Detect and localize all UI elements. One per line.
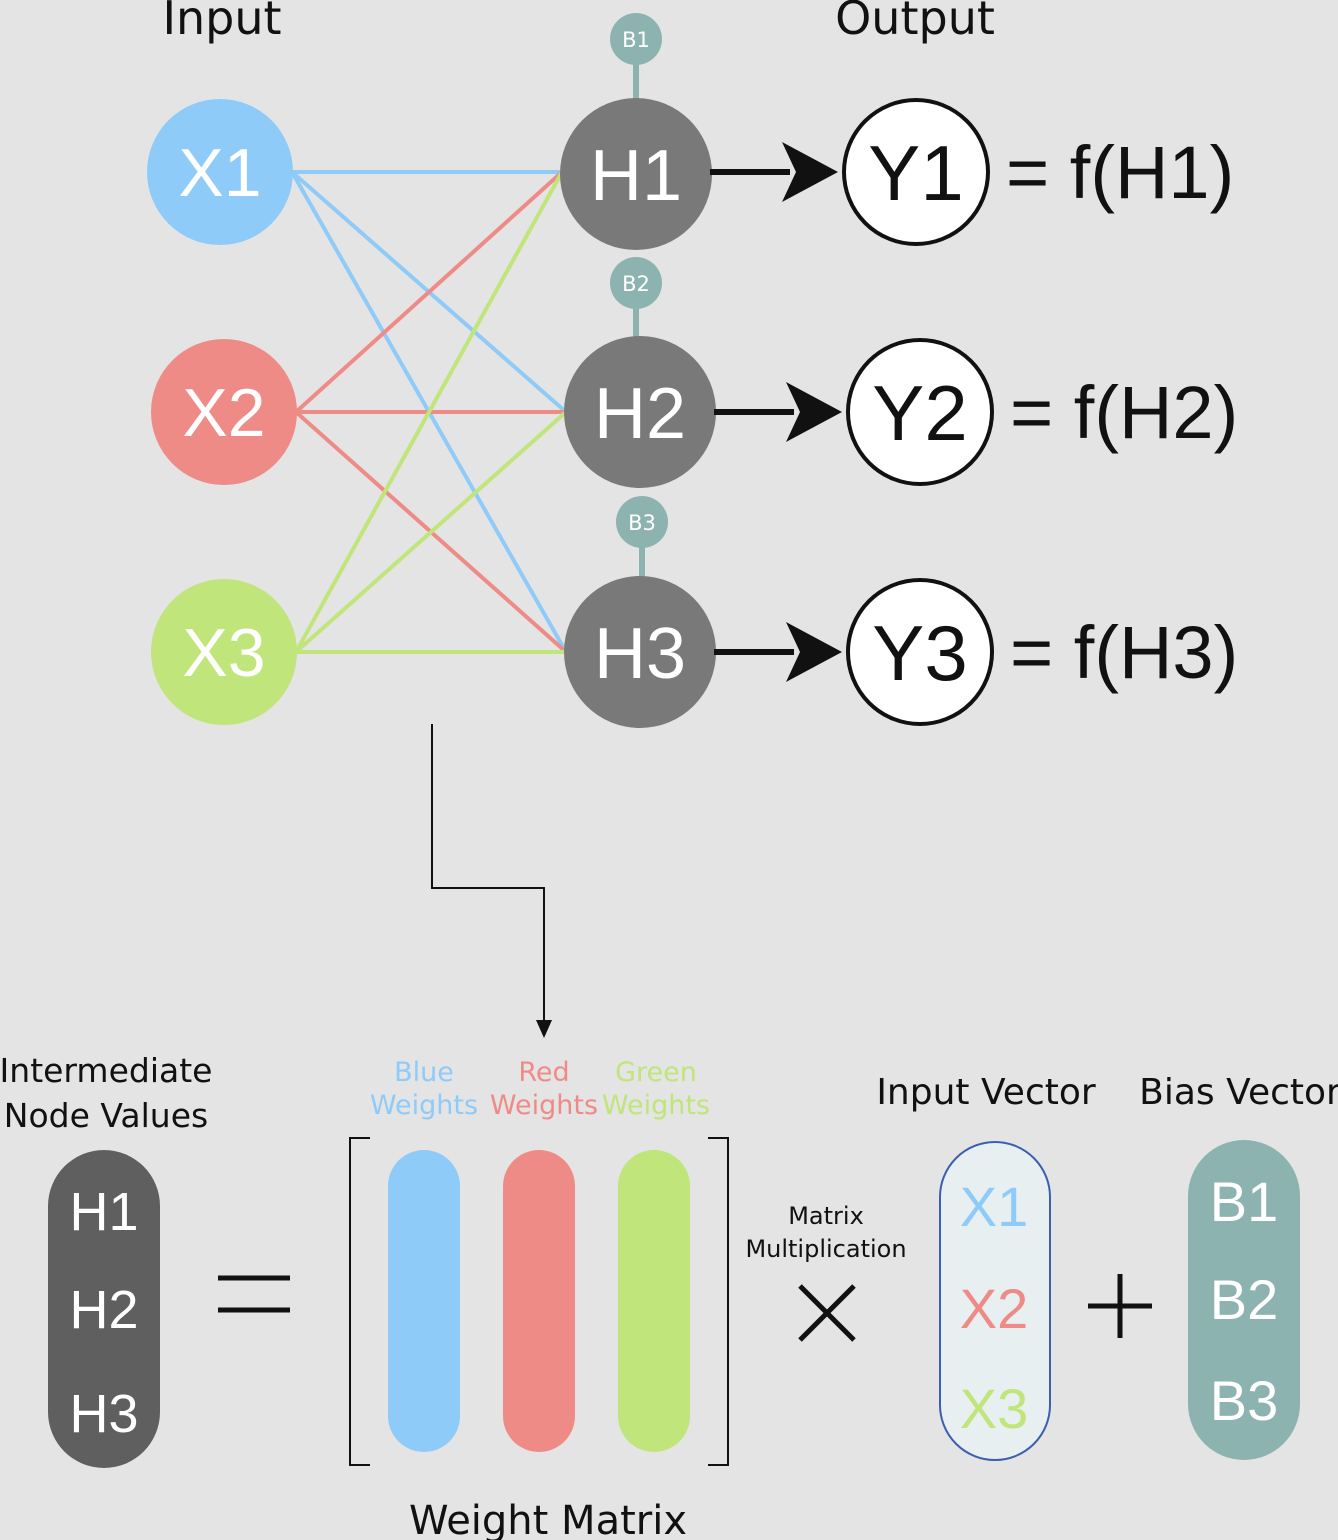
- output-arrows: [710, 142, 842, 682]
- weight-header-green-line1: Green: [615, 1057, 697, 1088]
- input-node-x2: X2: [151, 339, 297, 485]
- input-vector-x3: X3: [960, 1377, 1029, 1440]
- connections: [290, 170, 568, 654]
- weight-column-green: [618, 1150, 690, 1452]
- matrix-right-bracket: [708, 1137, 729, 1466]
- weight-column-blue: [388, 1150, 460, 1452]
- weight-matrix-label: Weight Matrix: [409, 1498, 687, 1540]
- bias-node-b2: B2: [610, 257, 662, 309]
- times-sign: [798, 1284, 856, 1342]
- intermediate-value: H2: [69, 1280, 138, 1340]
- input-vector-x1: X1: [960, 1175, 1029, 1238]
- arrow-head-icon: [782, 142, 838, 202]
- output-node-y3: Y3: [846, 578, 994, 726]
- output-node-y1: Y1: [842, 98, 990, 246]
- intermediate-label-line2: Node Values: [4, 1096, 208, 1135]
- multiplication-label-line2: Multiplication: [745, 1235, 906, 1263]
- output-node-label: Y1: [868, 129, 963, 217]
- input-vector-label: Input Vector: [876, 1072, 1096, 1113]
- hidden-node-label: H2: [594, 374, 686, 454]
- output-node-y2: Y2: [846, 338, 994, 486]
- bias-vector-value: B2: [1210, 1268, 1279, 1331]
- weight-header-blue-line2: Weights: [370, 1090, 478, 1121]
- pointer-arrow-icon: [536, 1020, 552, 1038]
- weight-header-green-line2: Weights: [602, 1090, 710, 1121]
- bias-label: B3: [628, 511, 656, 535]
- intermediate-label-line1: Intermediate: [0, 1051, 212, 1090]
- edge-x2-h1: [294, 170, 564, 414]
- multiplication-label-line1: Matrix: [788, 1202, 864, 1230]
- bias-node-b1: B1: [610, 13, 662, 65]
- weight-header-red-line2: Weights: [490, 1090, 598, 1121]
- output-header: Output: [835, 0, 995, 45]
- weight-pointer-line: [431, 724, 545, 1022]
- weight-column-red: [503, 1150, 575, 1452]
- input-vector-x2: X2: [960, 1277, 1029, 1340]
- input-header: Input: [162, 0, 281, 45]
- intermediate-value: H3: [69, 1384, 138, 1444]
- input-node-label: X1: [178, 135, 261, 211]
- output-equation-y2: = f(H2): [1010, 371, 1238, 454]
- input-node-label: X2: [182, 375, 265, 451]
- output-equation-y3: = f(H3): [1010, 611, 1238, 694]
- weight-header-red-line1: Red: [518, 1057, 569, 1088]
- weight-header-blue-line1: Blue: [394, 1057, 454, 1088]
- bias-vector: B1 B2 B3: [1188, 1140, 1300, 1460]
- input-vector: X1 X2 X3: [939, 1141, 1051, 1461]
- bias-vector-label: Bias Vector: [1139, 1072, 1338, 1113]
- output-node-label: Y2: [872, 369, 967, 457]
- bias-vector-value: B1: [1210, 1170, 1279, 1233]
- input-node-x1: X1: [147, 99, 293, 245]
- edge-x3-h2: [294, 410, 568, 654]
- plus-sign: [1088, 1274, 1152, 1338]
- arrow-head-icon: [786, 622, 842, 682]
- input-node-label: X3: [182, 615, 265, 691]
- bias-connectors: [633, 60, 645, 580]
- input-node-x3: X3: [151, 579, 297, 725]
- equals-sign: [218, 1275, 290, 1313]
- hidden-node-h2: H2: [564, 336, 716, 488]
- edge-x3-h1: [294, 171, 564, 653]
- output-node-label: Y3: [872, 609, 967, 697]
- output-equation-y1: = f(H1): [1006, 131, 1234, 214]
- bias-label: B2: [622, 272, 650, 296]
- intermediate-value: H1: [69, 1182, 138, 1242]
- matrix-left-bracket: [349, 1137, 370, 1466]
- hidden-node-h3: H3: [564, 576, 716, 728]
- arrow-head-icon: [786, 382, 842, 442]
- bias-vector-value: B3: [1210, 1369, 1279, 1432]
- bias-label: B1: [622, 28, 650, 52]
- bias-node-b3: B3: [616, 496, 668, 548]
- hidden-node-h1: H1: [560, 98, 712, 250]
- hidden-node-label: H1: [590, 136, 682, 216]
- hidden-node-label: H3: [594, 614, 686, 694]
- intermediate-vector: H1 H2 H3: [48, 1150, 160, 1468]
